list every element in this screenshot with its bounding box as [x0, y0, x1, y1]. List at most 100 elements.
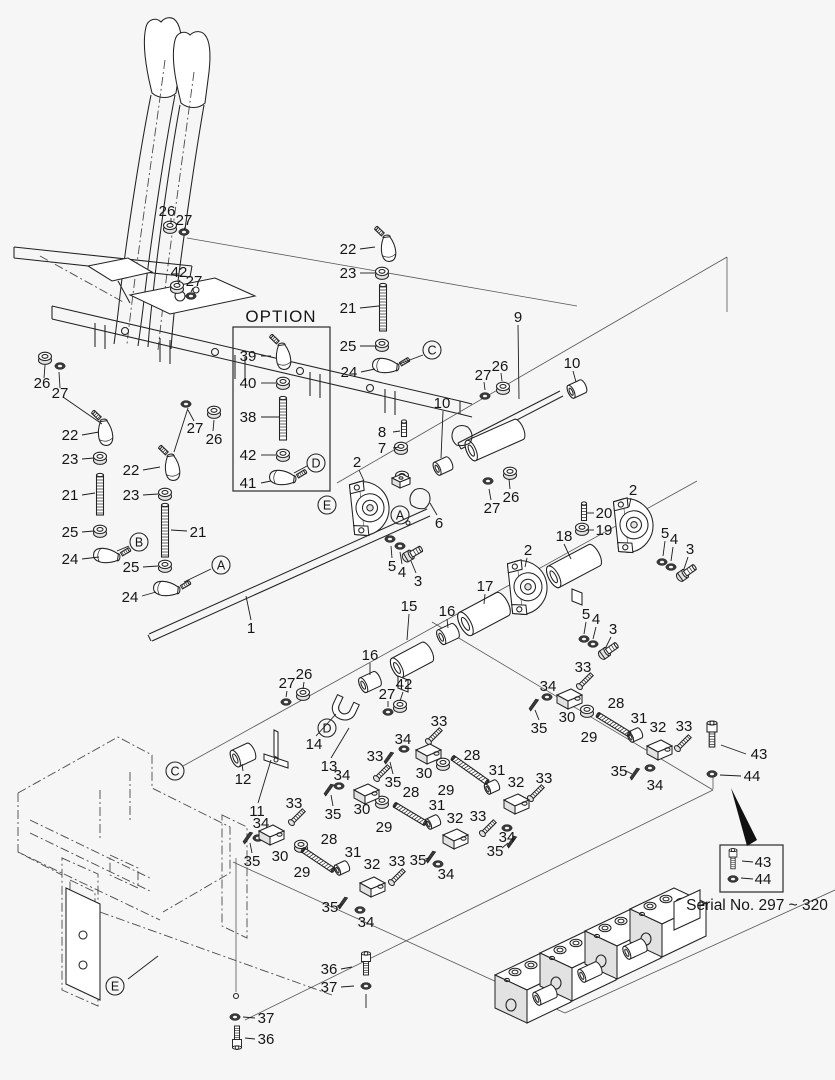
part-number-label: 44 [744, 768, 761, 785]
part-number-label: 33 [286, 795, 303, 812]
part-washer [180, 400, 192, 408]
leader-line [398, 354, 424, 365]
shape [585, 677, 589, 681]
shape [647, 766, 653, 770]
part-number-label: 33 [676, 718, 693, 735]
part-number-label: 34 [334, 767, 351, 784]
shape [456, 442, 471, 447]
shape [96, 453, 104, 459]
shape [125, 549, 128, 554]
shape [478, 775, 484, 780]
leader-line [399, 691, 404, 702]
detail-hole [365, 383, 375, 393]
part-number-label: 21 [340, 300, 357, 317]
part-number-label: 32 [364, 856, 381, 873]
shape [173, 282, 181, 288]
leader-line [183, 226, 186, 231]
shape [279, 378, 287, 384]
balloon-A: A [390, 505, 410, 525]
shape [604, 718, 609, 723]
part-number-label: 31 [631, 710, 648, 727]
shape [622, 729, 627, 734]
valve-port [508, 967, 522, 977]
leader-line [187, 409, 195, 422]
shape [473, 772, 479, 776]
shape [275, 448, 291, 459]
shape [308, 853, 314, 858]
shape [295, 815, 299, 819]
part-br11 [263, 729, 289, 769]
shape [422, 820, 428, 826]
shape [401, 808, 406, 813]
part-bush [622, 938, 648, 960]
part-number-label: 22 [340, 241, 357, 258]
shape [374, 266, 390, 277]
shape [392, 699, 408, 710]
shape [382, 253, 396, 258]
part-number-label: 23 [340, 265, 357, 282]
shape [181, 230, 187, 234]
shape [581, 637, 587, 641]
leader-line [720, 744, 747, 755]
shape [380, 771, 384, 775]
shape [453, 758, 459, 763]
shape [164, 455, 181, 481]
part-number-label: 42 [171, 264, 188, 281]
shape [463, 765, 469, 770]
shape [97, 420, 114, 446]
shape [396, 701, 404, 707]
shape [478, 830, 486, 838]
part-number-label: 42 [240, 447, 257, 464]
shape [330, 867, 336, 873]
shape [188, 294, 194, 298]
part-number-label: 30 [416, 765, 433, 782]
part-number-label: 33 [470, 808, 487, 825]
part-number-label: 34 [253, 815, 270, 832]
part-washer [333, 782, 345, 790]
shape [378, 797, 386, 803]
part-nut [495, 381, 511, 395]
shape [410, 504, 425, 510]
shape [616, 726, 622, 731]
shape [383, 751, 395, 765]
part-number-label: 26 [206, 431, 223, 448]
shape [337, 896, 349, 910]
part-blk7 [390, 473, 412, 489]
part-number-label: 25 [340, 338, 357, 355]
part-number-label: 16 [362, 647, 379, 664]
part-ballU [374, 225, 397, 262]
shape [211, 555, 231, 575]
shape [91, 410, 96, 415]
leader-line [534, 709, 540, 721]
shape [583, 679, 587, 683]
balloon-C: C [422, 340, 442, 360]
leader-line [142, 565, 159, 568]
shape [158, 445, 163, 450]
part-bush [532, 984, 558, 1006]
shape [269, 333, 280, 345]
part-number-label: 4 [670, 531, 678, 548]
shape [466, 767, 472, 771]
shape [127, 547, 132, 552]
shape [376, 358, 381, 372]
part-number-label: 35 [410, 852, 427, 869]
part-pedestal [612, 497, 654, 554]
shape [361, 951, 371, 956]
leader-line [500, 372, 503, 382]
leader-line [58, 371, 61, 389]
part-ballU [372, 357, 411, 374]
shape [539, 785, 544, 790]
shape [166, 472, 180, 477]
shape [403, 809, 409, 814]
shape [303, 469, 308, 474]
part-number-label: 9 [514, 309, 522, 326]
leader-line [340, 966, 353, 970]
phantom-frame [17, 736, 231, 913]
part-hexbolt [401, 545, 424, 563]
part-number-label: 10 [434, 395, 451, 412]
shape [306, 851, 312, 856]
part-number-label: 40 [240, 375, 257, 392]
part-washer [432, 860, 444, 868]
valve-port [524, 960, 538, 970]
balloon-E: E [317, 495, 337, 515]
